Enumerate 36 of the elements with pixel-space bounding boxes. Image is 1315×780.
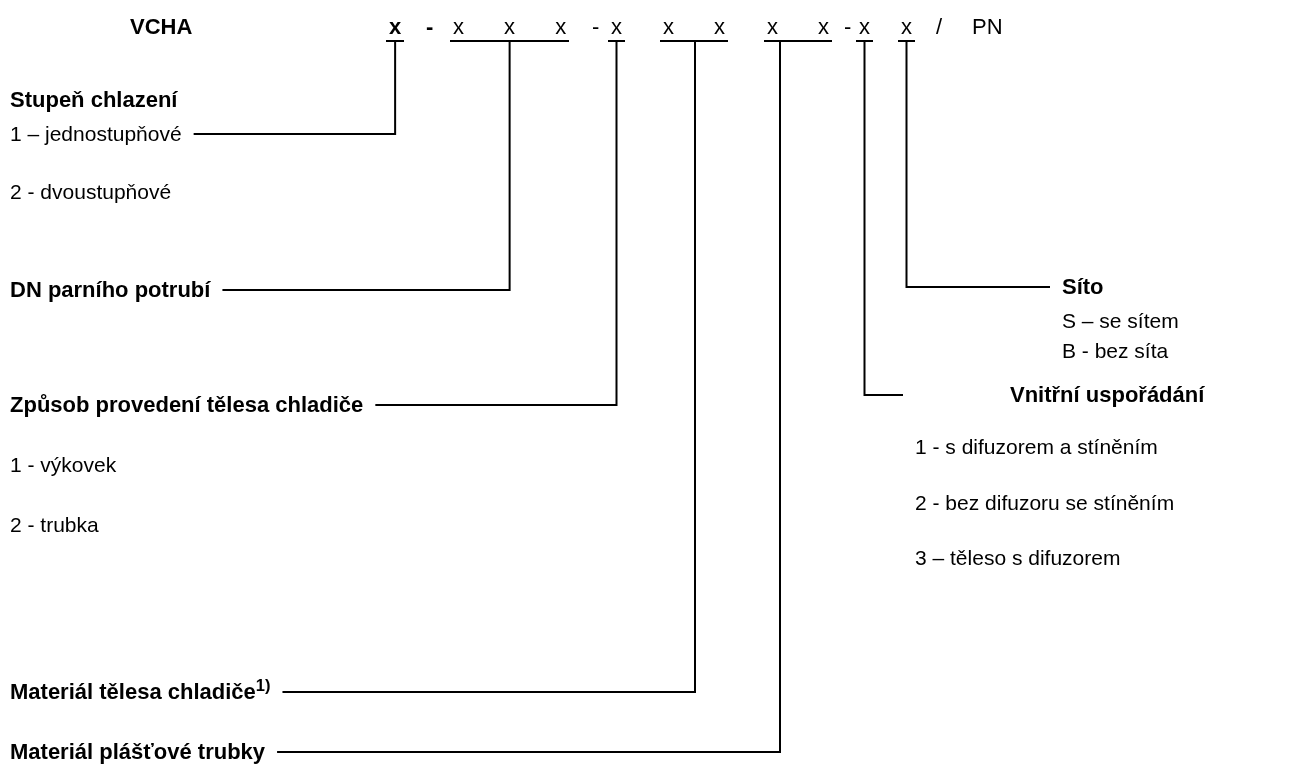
- option-text: 2 - dvoustupňové: [10, 179, 172, 205]
- option-text: 1 - výkovek: [10, 452, 117, 478]
- leader-line: [863, 41, 904, 396]
- heading: Způsob provedení tělesa chladiče: [10, 392, 364, 418]
- leader-line: [905, 41, 1051, 288]
- option-text: S – se sítem: [1062, 308, 1179, 334]
- option-text: B - bez síta: [1062, 338, 1169, 364]
- heading: Vnitřní uspořádání: [1010, 382, 1205, 408]
- leader-line: [192, 41, 397, 135]
- code-separator: -: [844, 14, 852, 40]
- leader-line: [374, 41, 618, 406]
- heading: Materiál tělesa chladiče$^{1)}$: [10, 679, 271, 705]
- leader-line: [221, 41, 511, 291]
- option-text: 3 – těleso s difuzorem: [915, 545, 1121, 571]
- heading: Síto: [1062, 274, 1104, 300]
- code-position: x x: [764, 14, 833, 42]
- code-separator: -: [592, 14, 600, 40]
- code-separator: PN: [972, 14, 1003, 40]
- code-separator: /: [936, 14, 943, 40]
- code-position: x: [386, 14, 405, 42]
- code-separator: -: [426, 14, 434, 40]
- heading: Materiál plášťové trubky: [10, 739, 266, 765]
- leader-line: [281, 41, 696, 693]
- option-text: 2 - trubka: [10, 512, 99, 538]
- code-position: x x x: [450, 14, 570, 42]
- option-text: 1 - s difuzorem a stíněním: [915, 434, 1158, 460]
- code-prefix: VCHA: [130, 14, 193, 40]
- code-position: x: [608, 14, 625, 42]
- code-position: x x: [660, 14, 729, 42]
- code-position: x: [898, 14, 915, 42]
- code-position: x: [856, 14, 873, 42]
- leader-line: [276, 41, 781, 753]
- heading: DN parního potrubí: [10, 277, 211, 303]
- heading: Stupeň chlazení: [10, 87, 178, 113]
- option-text: 1 – jednostupňové: [10, 121, 182, 147]
- option-text: 2 - bez difuzoru se stíněním: [915, 490, 1175, 516]
